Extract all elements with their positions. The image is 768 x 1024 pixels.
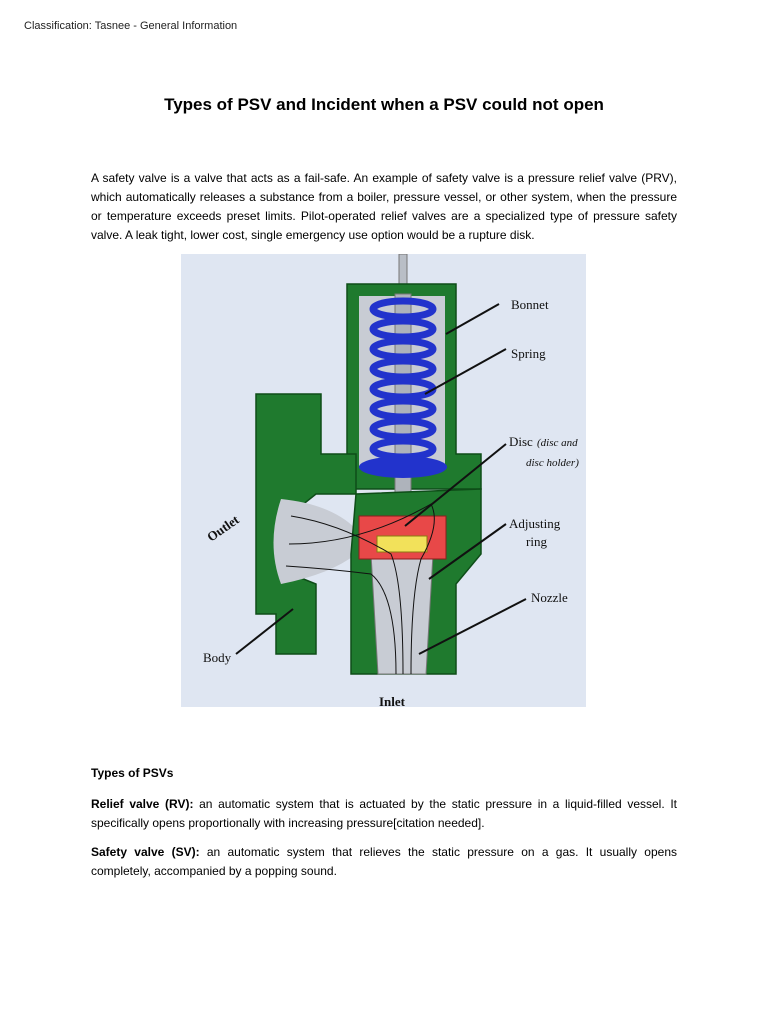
label-disc-note-1: (disc and — [537, 437, 578, 449]
relief-valve-text: an automatic system that is actuated by … — [91, 797, 677, 830]
disc-seat — [376, 535, 428, 553]
label-adjusting-ring: ring — [526, 534, 547, 549]
psv-diagram: Bonnet Spring Disc (disc and disc holder… — [203, 254, 579, 707]
psv-cutaway-figure: Bonnet Spring Disc (disc and disc holder… — [181, 254, 586, 707]
leader-lines — [235, 303, 527, 655]
relief-valve-paragraph: Relief valve (RV): an automatic system t… — [91, 795, 677, 833]
safety-valve-term: Safety valve (SV): — [91, 845, 200, 859]
label-nozzle: Nozzle — [531, 590, 568, 605]
label-inlet: Inlet — [379, 694, 406, 707]
label-outlet: Outlet — [204, 511, 242, 544]
outlet-cavity — [273, 499, 356, 584]
intro-paragraph: A safety valve is a valve that acts as a… — [91, 171, 677, 242]
safety-valve-text: an automatic system that relieves the st… — [91, 845, 677, 878]
nozzle-shape — [370, 553, 434, 675]
types-heading: Types of PSVs — [91, 766, 174, 780]
label-bonnet: Bonnet — [511, 297, 549, 312]
spring-washer — [359, 456, 447, 478]
page-title: Types of PSV and Incident when a PSV cou… — [164, 95, 604, 114]
safety-valve-paragraph: Safety valve (SV): an automatic system t… — [91, 843, 677, 881]
label-disc-note-2: disc holder) — [526, 457, 579, 469]
label-body: Body — [203, 650, 232, 665]
spring-coils — [369, 297, 437, 461]
label-disc: Disc — [509, 434, 533, 449]
flow-arrows — [285, 503, 435, 675]
label-adjusting: Adjusting — [509, 516, 561, 531]
label-spring: Spring — [511, 346, 546, 361]
classification-header: Classification: Tasnee - General Informa… — [24, 20, 238, 32]
relief-valve-term: Relief valve (RV): — [91, 797, 194, 811]
